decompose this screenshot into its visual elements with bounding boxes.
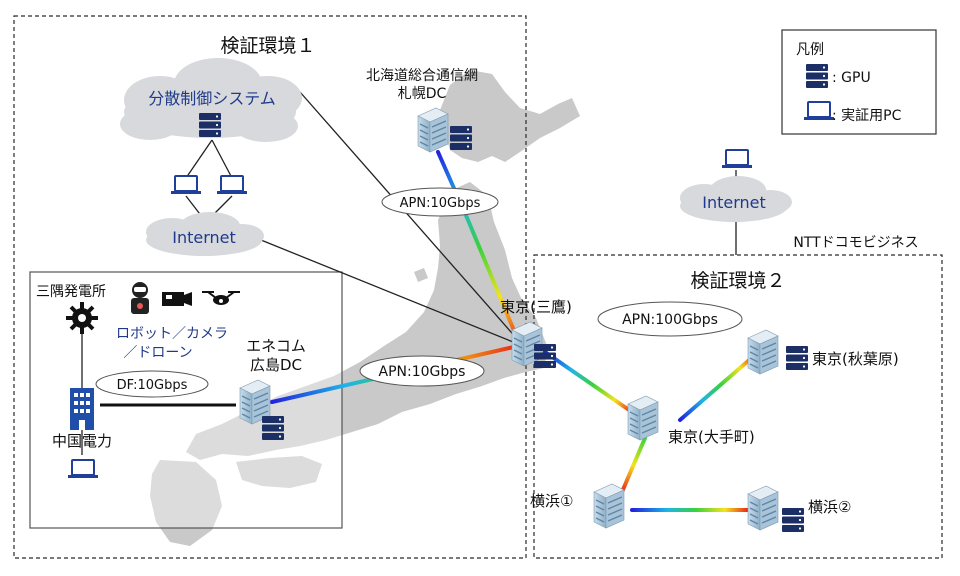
sapporo-label-2: 札幌DC [398, 86, 447, 102]
legend-gpu-label: : GPU [832, 70, 871, 86]
distributed-pc-icon-right [216, 175, 248, 195]
env1-title: 検証環境１ [220, 35, 315, 57]
japan-map [150, 70, 580, 546]
env2-title: 検証環境２ [690, 270, 785, 292]
legend: 凡例 : GPU : 実証用PC [781, 29, 937, 135]
apn-sapporo-badge: APN:10Gbps [381, 187, 499, 217]
yokohama1-building-icon [593, 483, 625, 529]
df-badge: DF:10Gbps [95, 370, 209, 398]
devices-label-1: ロボット／カメラ [116, 326, 228, 342]
apn-env2-badge: APN:100Gbps [597, 301, 743, 337]
drone-icon [202, 291, 240, 305]
df-label: DF:10Gbps [117, 378, 188, 393]
yokohama2-gpu-icon [782, 508, 804, 532]
mitaka-gpu-icon [534, 344, 556, 368]
power-plant-icon [66, 302, 98, 334]
sansumi-label: 三隅発電所 [36, 284, 106, 300]
sapporo-building-icon [417, 107, 449, 153]
devices-label-2: ／ドローン [123, 345, 192, 361]
apn-sapporo-label: APN:10Gbps [400, 196, 481, 211]
distributed-label: 分散制御システム [148, 89, 276, 108]
internet-cloud-right [680, 176, 792, 222]
akihabara-gpu-icon [786, 346, 808, 370]
env2-owner: NTTドコモビジネス [793, 235, 918, 251]
env1-box [13, 15, 527, 559]
distributed-pc-icon-left [170, 175, 202, 195]
office-building-icon [70, 388, 94, 430]
akihabara-label: 東京(秋葉原) [812, 350, 899, 368]
hiroshima-label-1: エネコム [246, 337, 306, 355]
apn-env2-label: APN:100Gbps [622, 312, 718, 328]
internet-right-label: Internet [702, 193, 766, 212]
otemachi-label: 東京(大手町) [668, 428, 755, 446]
legend-title: 凡例 [796, 42, 824, 58]
robot-icon [131, 282, 149, 314]
sapporo-label-1: 北海道総合通信網 [366, 68, 478, 84]
chugoku-pc-icon [67, 459, 99, 479]
env2-box [533, 254, 943, 559]
akihabara-building-icon [747, 329, 779, 375]
legend-pc-label: : 実証用PC [832, 108, 902, 124]
hiroshima-gpu-icon [262, 416, 284, 440]
chugoku-label: 中国電力 [52, 432, 112, 450]
apn-hiroshima-label: APN:10Gbps [379, 364, 466, 380]
yokohama1-label: 横浜① [530, 492, 573, 510]
internet-left-label: Internet [172, 228, 236, 247]
internet-right-pc-icon [721, 149, 753, 169]
yokohama2-label: 横浜② [808, 498, 851, 516]
internet-cloud-left [146, 212, 264, 256]
hiroshima-label-2: 広島DC [250, 356, 302, 374]
distributed-gpu-icon [199, 113, 221, 137]
legend-gpu-icon [806, 64, 828, 88]
legend-pc-icon [803, 101, 835, 121]
mitaka-label: 東京(三鷹) [500, 298, 572, 316]
camera-icon [162, 292, 192, 306]
yokohama2-building-icon [747, 485, 779, 531]
otemachi-building-icon [627, 395, 659, 441]
apn-hiroshima-badge: APN:10Gbps [359, 355, 485, 387]
distributed-cloud [120, 58, 302, 142]
sapporo-gpu-icon [450, 126, 472, 150]
